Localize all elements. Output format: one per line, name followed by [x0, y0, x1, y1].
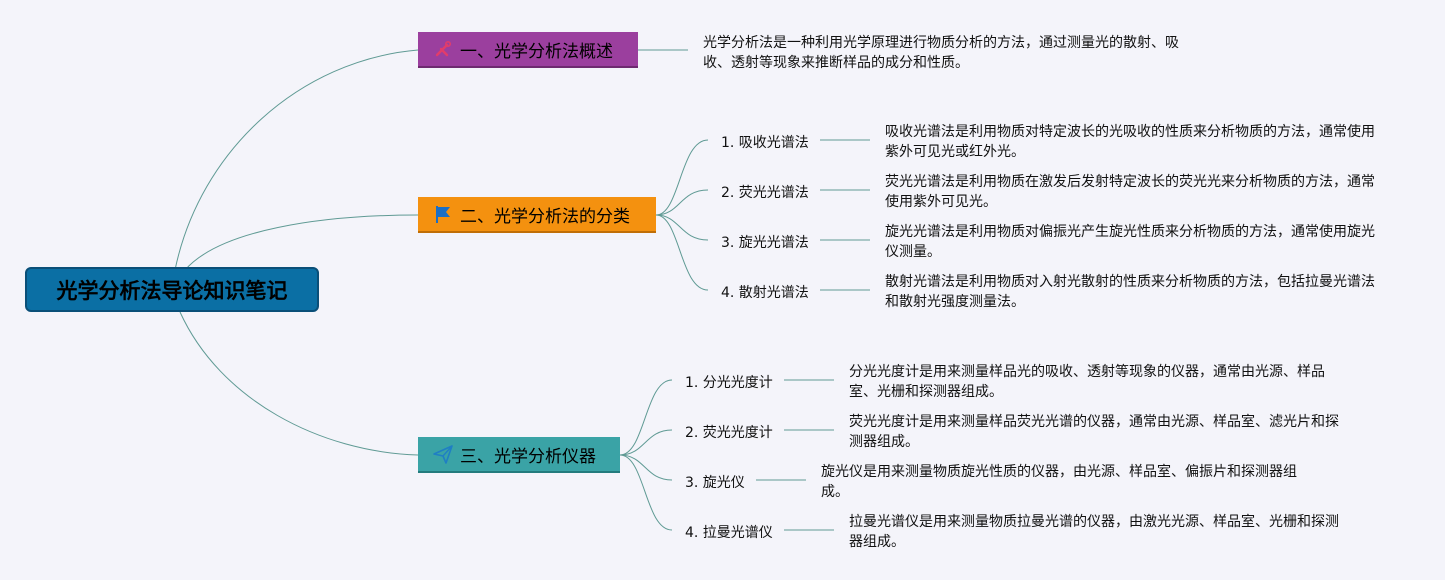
sub-fluorometer-description: 荧光光度计是用来测量样品荧光光谱的仪器，通常由光源、样品室、滤光片和探 测器组成… [849, 412, 1349, 452]
desc-line: 荧光光谱法是利用物质在激发后发射特定波长的荧光光来分析物质的方法，通常 [885, 174, 1375, 190]
link-branch3-sub4 [619, 454, 673, 531]
desc-line: 收、透射等现象来推断样品的成分和性质。 [703, 55, 969, 71]
sub-spectrophotometer-description: 分光光度计是用来测量样品光的吸收、透射等现象的仪器，通常由光源、样品 室、光栅和… [849, 362, 1349, 402]
branch-classification[interactable]: 二、光学分析法的分类 [418, 197, 656, 233]
desc-line: 旋光仪是用来测量物质旋光性质的仪器，由光源、样品室、偏振片和探测器组 [821, 464, 1297, 480]
tools-icon [432, 38, 454, 60]
sub-spectrophotometer[interactable]: 1. 分光光度计 [685, 375, 773, 391]
sub-raman-spectrometer[interactable]: 4. 拉曼光谱仪 [685, 525, 773, 541]
desc-line: 测器组成。 [849, 434, 919, 450]
link-branch3-sub2 [619, 429, 673, 456]
branch-overview[interactable]: 一、光学分析法概述 [418, 32, 638, 68]
desc-line: 使用紫外可见光。 [885, 194, 997, 210]
desc-line: 器组成。 [849, 534, 905, 550]
sub-fluorescence-description: 荧光光谱法是利用物质在激发后发射特定波长的荧光光来分析物质的方法，通常 使用紫外… [885, 172, 1405, 212]
desc-line: 成。 [821, 484, 849, 500]
sub-scattering-description: 散射光谱法是利用物质对入射光散射的性质来分析物质的方法，包括拉曼光谱法 和散射光… [885, 272, 1405, 312]
sub-optical-rotation-description: 旋光光谱法是利用物质对偏振光产生旋光性质来分析物质的方法，通常使用旋光 仪测量。 [885, 222, 1405, 262]
desc-line: 仪测量。 [885, 244, 941, 260]
branch-instruments-label: 三、光学分析仪器 [460, 446, 596, 467]
sub-optical-rotation[interactable]: 3. 旋光光谱法 [721, 235, 809, 251]
link-branch3-sub1 [619, 379, 673, 456]
desc-line: 散射光谱法是利用物质对入射光散射的性质来分析物质的方法，包括拉曼光谱法 [885, 274, 1375, 290]
root-topic[interactable]: 光学分析法导论知识笔记 [25, 267, 319, 312]
branch-overview-label: 一、光学分析法概述 [460, 41, 613, 62]
flag-icon [432, 203, 454, 225]
link-branch3-sub3 [619, 454, 673, 481]
branch-classification-label: 二、光学分析法的分类 [460, 206, 630, 227]
link-branch2-sub4 [655, 214, 709, 291]
paper-plane-icon [432, 443, 454, 465]
desc-line: 拉曼光谱仪是用来测量物质拉曼光谱的仪器，由激光光源、样品室、光栅和探测 [849, 514, 1339, 530]
link-branch2-sub1 [655, 139, 709, 216]
sub-raman-spectrometer-description: 拉曼光谱仪是用来测量物质拉曼光谱的仪器，由激光光源、样品室、光栅和探测 器组成。 [849, 512, 1349, 552]
branch-instruments[interactable]: 三、光学分析仪器 [418, 437, 620, 473]
desc-line: 光学分析法是一种利用光学原理进行物质分析的方法，通过测量光的散射、吸 [703, 35, 1179, 51]
branch-overview-description: 光学分析法是一种利用光学原理进行物质分析的方法，通过测量光的散射、吸 收、透射等… [703, 33, 1203, 73]
sub-absorption[interactable]: 1. 吸收光谱法 [721, 135, 809, 151]
root-title: 光学分析法导论知识笔记 [56, 278, 288, 303]
desc-line: 吸收光谱法是利用物质对特定波长的光吸收的性质来分析物质的方法，通常使用 [885, 124, 1375, 140]
link-root-branch3 [179, 311, 419, 456]
desc-line: 旋光光谱法是利用物质对偏振光产生旋光性质来分析物质的方法，通常使用旋光 [885, 224, 1375, 240]
sub-fluorescence[interactable]: 2. 荧光光谱法 [721, 185, 809, 201]
sub-polarimeter-description: 旋光仪是用来测量物质旋光性质的仪器，由光源、样品室、偏振片和探测器组 成。 [821, 462, 1321, 502]
desc-line: 荧光光度计是用来测量样品荧光光谱的仪器，通常由光源、样品室、滤光片和探 [849, 414, 1339, 430]
sub-scattering[interactable]: 4. 散射光谱法 [721, 285, 809, 301]
link-branch2-sub2 [655, 189, 709, 216]
sub-absorption-description: 吸收光谱法是利用物质对特定波长的光吸收的性质来分析物质的方法，通常使用 紫外可见… [885, 122, 1405, 162]
sub-polarimeter[interactable]: 3. 旋光仪 [685, 475, 745, 491]
desc-line: 和散射光强度测量法。 [885, 294, 1025, 310]
sub-fluorometer[interactable]: 2. 荧光光度计 [685, 425, 773, 441]
desc-line: 分光光度计是用来测量样品光的吸收、透射等现象的仪器，通常由光源、样品 [849, 364, 1325, 380]
link-branch2-sub3 [655, 214, 709, 241]
link-root-branch2 [184, 214, 419, 271]
desc-line: 室、光栅和探测器组成。 [849, 384, 1003, 400]
desc-line: 紫外可见光或红外光。 [885, 144, 1025, 160]
link-root-branch1 [174, 49, 419, 271]
